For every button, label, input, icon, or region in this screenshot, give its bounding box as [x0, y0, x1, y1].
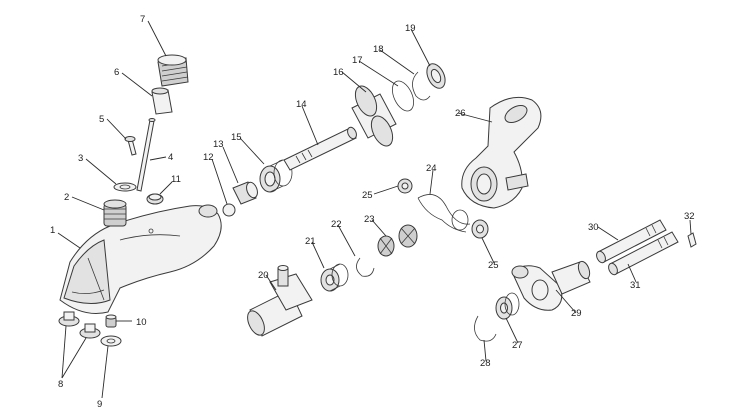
part-17-o-ring	[392, 80, 414, 112]
callout-13: 13	[213, 139, 224, 150]
callout-28: 28	[480, 358, 491, 369]
callout-10: 10	[136, 317, 147, 328]
callout-9: 9	[97, 399, 102, 408]
part-6-sleeve	[151, 87, 173, 115]
callout-25a: 25	[362, 190, 373, 201]
part-21-bearing	[320, 263, 349, 292]
callout-labels: 1 2 3 4 5 6 7 8 9 10 11 12 13 14 15 16 1…	[50, 14, 695, 408]
callout-11: 11	[171, 174, 181, 185]
callout-20: 20	[258, 270, 269, 281]
part-2-threaded-fitting	[103, 199, 127, 227]
callout-31: 31	[630, 280, 641, 291]
part-9-washer	[100, 335, 122, 347]
callout-25b: 25	[488, 260, 499, 271]
callout-19: 19	[405, 23, 416, 34]
callout-27: 27	[512, 340, 523, 351]
part-26-bracket	[461, 96, 542, 209]
callout-29: 29	[571, 308, 582, 319]
leader-lines	[57, 20, 692, 399]
callout-32: 32	[684, 211, 695, 222]
callout-8: 8	[58, 379, 63, 390]
callout-1: 1	[50, 225, 55, 236]
part-5-screw	[124, 136, 137, 156]
callout-14: 14	[296, 99, 307, 110]
part-11-cap-plug	[146, 193, 164, 205]
callout-26: 26	[455, 108, 466, 119]
callout-15: 15	[231, 132, 242, 143]
part-12-ball	[222, 203, 236, 217]
part-22-circlip	[356, 257, 375, 277]
callout-4: 4	[168, 152, 173, 163]
part-23-gears	[377, 224, 418, 257]
part-20-housing-sleeve	[247, 265, 313, 337]
part-32-pin	[687, 232, 697, 248]
part-10-bolt	[105, 314, 117, 328]
part-30-drive-shaft	[596, 219, 667, 264]
callout-6: 6	[114, 67, 119, 78]
part-31-drive-shaft	[608, 231, 679, 276]
part-16-cylinder-sleeve	[351, 85, 397, 147]
callout-21: 21	[305, 236, 316, 247]
callout-17: 17	[352, 55, 363, 66]
part-25b-bushing	[471, 219, 489, 239]
callout-16: 16	[333, 67, 344, 78]
callout-7: 7	[140, 14, 145, 25]
part-18-snap-ring	[412, 71, 431, 101]
callout-3: 3	[78, 153, 83, 164]
callout-22: 22	[331, 219, 342, 230]
callout-23: 23	[364, 214, 375, 225]
part-29-gear-housing	[511, 260, 591, 311]
callout-2: 2	[64, 192, 69, 203]
part-15-bearing	[259, 159, 293, 193]
part-24-spring-clip	[417, 194, 471, 233]
part-1-housing	[59, 204, 222, 314]
callout-30: 30	[588, 222, 599, 233]
callout-12: 12	[203, 152, 214, 163]
part-13-bushing	[232, 181, 258, 205]
part-25a-bushing	[397, 178, 413, 194]
part-19-washer	[426, 63, 446, 89]
callout-5: 5	[99, 114, 104, 125]
part-27-bearing	[495, 292, 520, 320]
part-3-washer	[113, 182, 137, 192]
part-8-plugs	[58, 311, 101, 339]
part-7-knurled-cap	[157, 54, 189, 87]
callout-18: 18	[373, 44, 384, 55]
part-28-circlip	[474, 315, 497, 342]
part-14-shaft	[283, 126, 357, 171]
callout-24: 24	[426, 163, 437, 174]
part-4-rod	[136, 118, 156, 192]
